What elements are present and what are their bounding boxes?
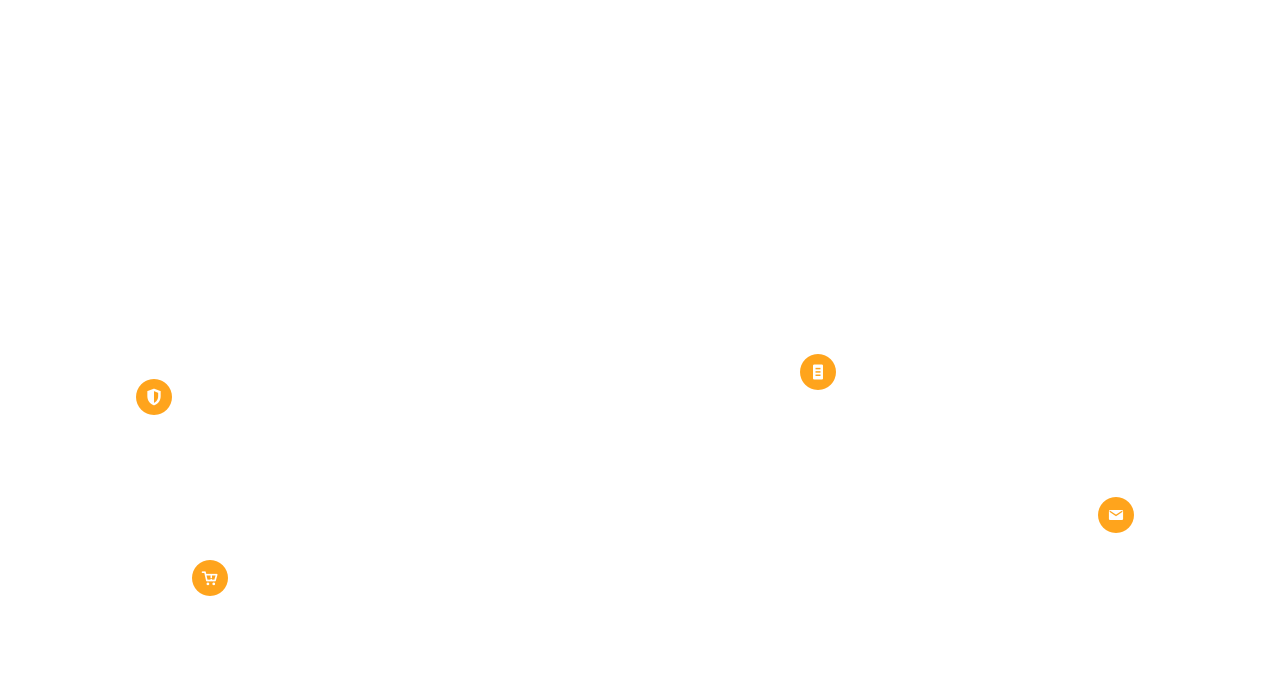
shopping-cart-icon [200,568,220,588]
shield-marker-button[interactable] [136,379,172,415]
cart-marker-button[interactable] [192,560,228,596]
mail-icon [1106,505,1126,525]
document-marker-button[interactable] [800,354,836,390]
shield-icon [144,387,164,407]
mail-marker-button[interactable] [1098,497,1134,533]
document-icon [808,362,828,382]
